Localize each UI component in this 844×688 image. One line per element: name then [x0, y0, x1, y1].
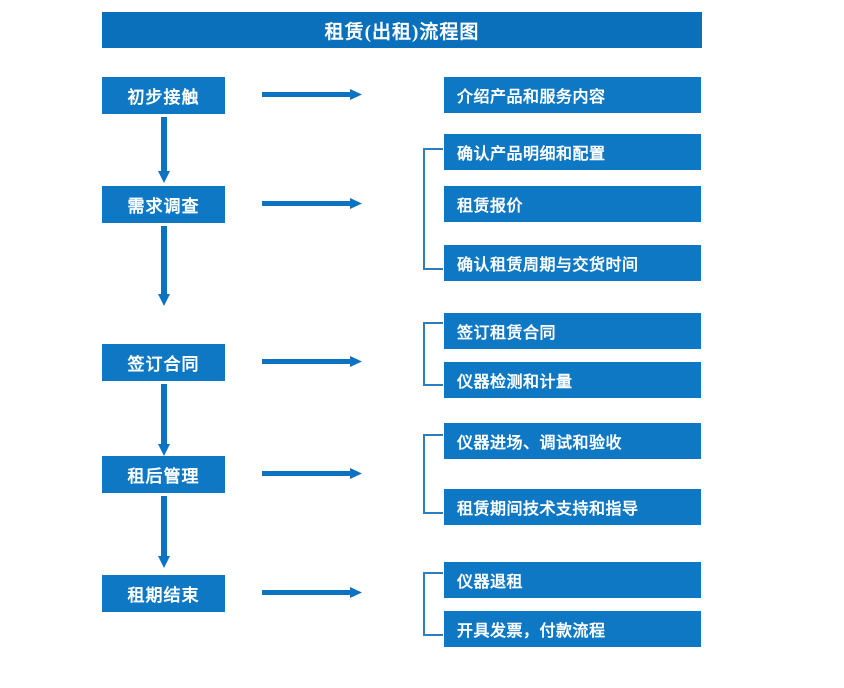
- group-bracket-2: [423, 148, 443, 270]
- detail-box-4-1[interactable]: 仪器进场、调试和验收: [444, 423, 701, 459]
- flow-arrow-right-5: [262, 587, 362, 598]
- stage-box-5[interactable]: 租期结束: [102, 575, 225, 612]
- detail-box-4-2[interactable]: 租赁期间技术支持和指导: [444, 489, 701, 525]
- detail-box-3-1[interactable]: 签订租赁合同: [444, 313, 701, 349]
- flow-arrow-down-3: [158, 384, 170, 456]
- detail-box-2-1[interactable]: 确认产品明细和配置: [444, 134, 701, 170]
- group-bracket-3: [423, 322, 443, 386]
- stage-box-3[interactable]: 签订合同: [102, 344, 225, 381]
- flow-arrow-right-2: [262, 198, 362, 209]
- flow-arrow-down-4: [158, 496, 170, 568]
- group-bracket-4: [423, 434, 443, 514]
- detail-box-1-1[interactable]: 介绍产品和服务内容: [444, 77, 701, 113]
- stage-box-1[interactable]: 初步接触: [102, 77, 225, 114]
- flow-arrow-down-2: [158, 226, 170, 306]
- diagram-title: 租赁(出租)流程图: [102, 12, 702, 48]
- group-bracket-5: [423, 572, 443, 636]
- detail-box-2-2[interactable]: 租赁报价: [444, 186, 701, 222]
- flow-arrow-right-4: [262, 468, 362, 479]
- detail-box-3-2[interactable]: 仪器检测和计量: [444, 362, 701, 398]
- stage-box-4[interactable]: 租后管理: [102, 456, 225, 493]
- flow-arrow-right-3: [262, 356, 362, 367]
- stage-box-2[interactable]: 需求调查: [102, 186, 225, 223]
- flow-arrow-down-1: [158, 117, 170, 183]
- detail-box-5-2[interactable]: 开具发票，付款流程: [444, 611, 701, 647]
- detail-box-2-3[interactable]: 确认租赁周期与交货时间: [444, 245, 701, 281]
- detail-box-5-1[interactable]: 仪器退租: [444, 562, 701, 598]
- flow-arrow-right-1: [262, 89, 362, 100]
